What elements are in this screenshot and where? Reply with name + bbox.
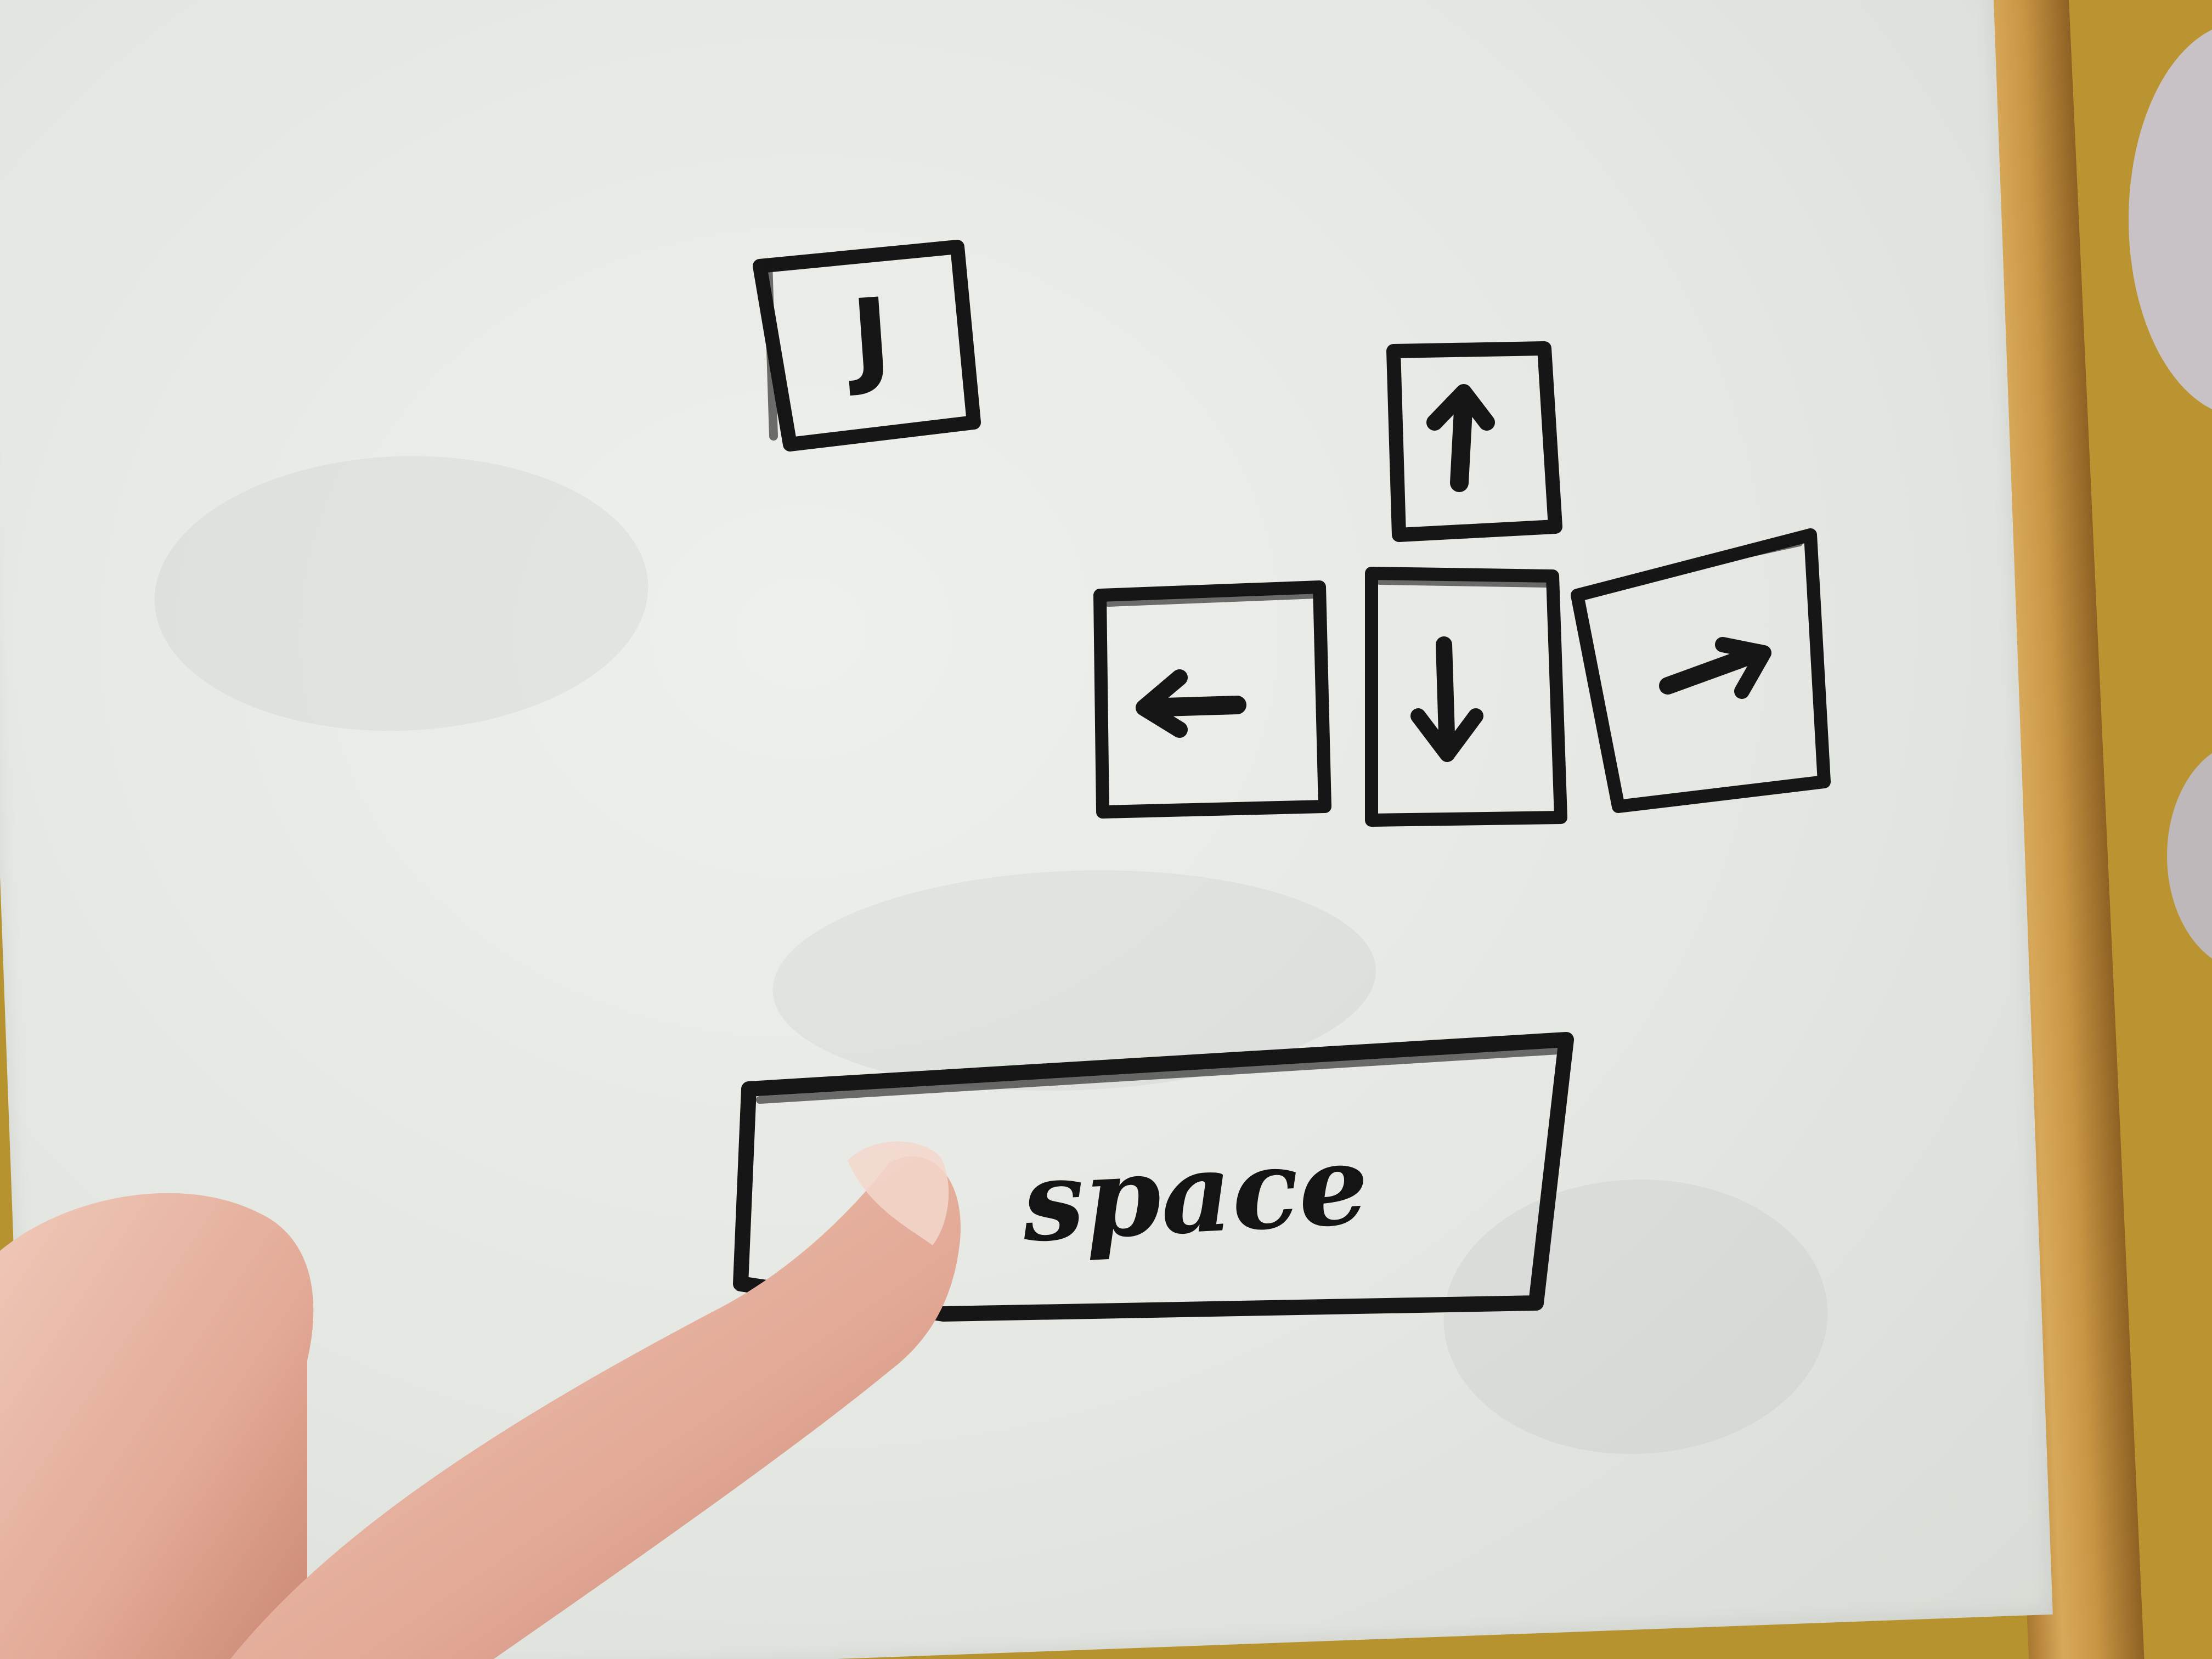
- key-up[interactable]: [1386, 341, 1562, 542]
- arrow-left-icon: [1136, 669, 1246, 738]
- arrow-right-icon: [1659, 637, 1771, 699]
- key-j-label: J: [842, 275, 895, 399]
- key-right[interactable]: [1571, 528, 1831, 813]
- key-j[interactable]: [753, 240, 981, 452]
- key-left[interactable]: [1093, 580, 1331, 819]
- key-down[interactable]: [1365, 567, 1567, 827]
- arrow-down-icon: [1410, 636, 1483, 762]
- arrow-up-icon: [1426, 384, 1495, 492]
- key-space-label: space: [1018, 1120, 1371, 1267]
